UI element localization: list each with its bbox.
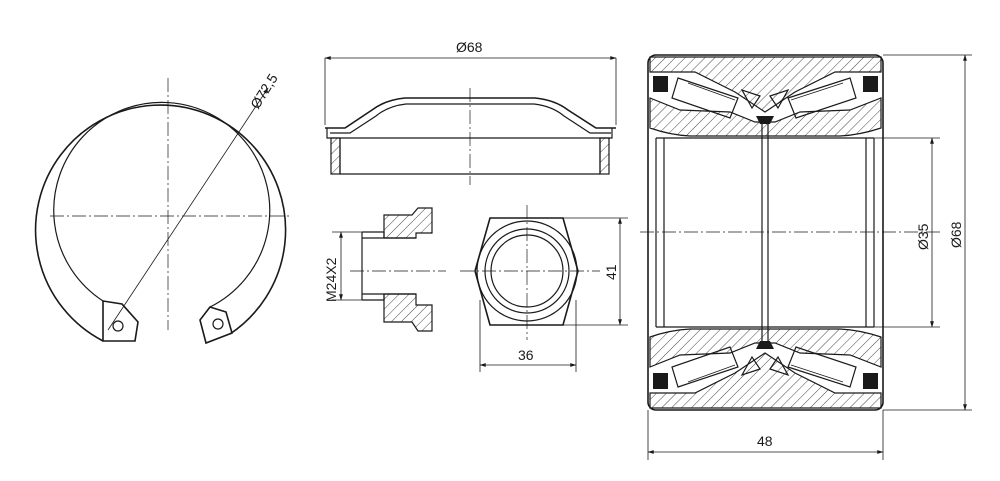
circlip-inner-edge xyxy=(53,101,271,308)
bearing-lower-inner-race xyxy=(649,328,882,368)
nut-width-label: 36 xyxy=(518,347,534,363)
cap-dome xyxy=(325,97,616,129)
ring-diameter-label: Ø72,5 xyxy=(247,71,281,112)
ring-diameter-leader xyxy=(107,87,269,331)
cap-diameter-label: Ø68 xyxy=(456,39,483,55)
nut-lower-body xyxy=(383,293,433,332)
nut-section: M24X2 xyxy=(323,207,446,332)
circlip-outer-edge xyxy=(34,104,287,342)
nut-height-label: 41 xyxy=(603,264,619,280)
circlip-left-lug xyxy=(102,300,139,342)
bearing-width-label: 48 xyxy=(757,433,773,449)
circlip-left-hole xyxy=(112,320,124,332)
bearing-lower-roller-left xyxy=(671,346,739,388)
bearing-section: Ø35 Ø68 48 xyxy=(640,54,972,460)
bearing-bore-label: Ø35 xyxy=(915,223,931,250)
bearing-upper-outer-race xyxy=(649,56,882,113)
circlip-view: Ø72,5 xyxy=(34,71,290,345)
bearing-upper-roller-left xyxy=(671,77,739,119)
bearing-outer-label: Ø68 xyxy=(948,221,964,248)
nut-front-view: 41 36 xyxy=(460,205,628,372)
bearing-lower-roller-right xyxy=(787,346,857,388)
circlip-right-lug xyxy=(199,306,233,345)
nut-upper-body xyxy=(383,207,433,239)
bearing-lower-outer-race xyxy=(649,352,882,409)
bearing-upper-roller-right xyxy=(787,77,857,119)
circlip-right-hole xyxy=(212,318,224,330)
bearing-upper-inner-race xyxy=(649,97,882,137)
nut-thread-label: M24X2 xyxy=(323,257,339,302)
cap-view: Ø68 xyxy=(324,39,617,185)
